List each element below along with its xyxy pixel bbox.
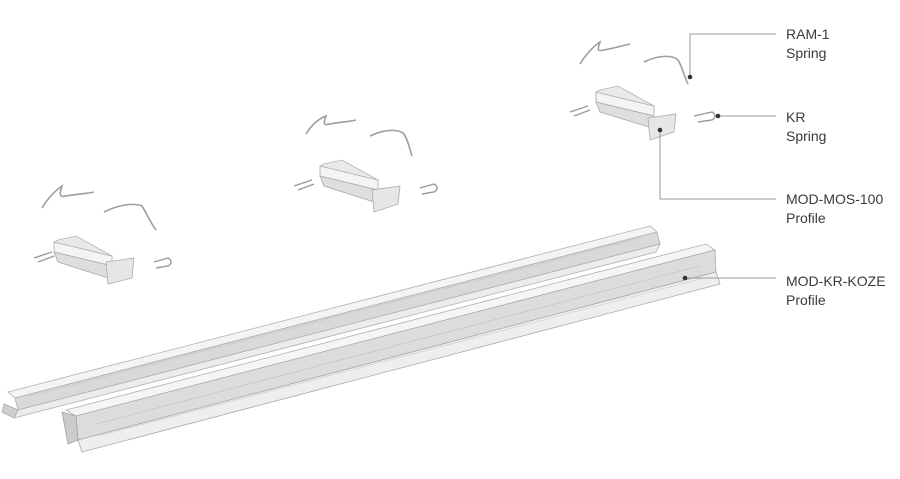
callout-mod-mos-100: MOD-MOS-100 Profile	[786, 190, 883, 228]
callout-kr: KR Spring	[786, 108, 826, 146]
callout-mod-kr-koze-type: Profile	[786, 292, 826, 308]
leader-dot-mod-kr-koze	[682, 275, 688, 281]
long-profile-front	[61, 243, 721, 453]
leader-mod-mos-100	[659, 130, 776, 200]
callout-kr-name: KR	[786, 109, 806, 125]
callout-ram-1: RAM-1 Spring	[786, 25, 830, 63]
leader-dot-mod-mos-100	[657, 127, 663, 133]
leader-dot-kr	[715, 113, 721, 119]
assembly-group-left	[33, 184, 172, 285]
callout-ram-1-type: Spring	[786, 45, 827, 61]
callout-kr-type: Spring	[786, 128, 827, 144]
callout-mod-kr-koze: MOD-KR-KOZE Profile	[786, 272, 886, 310]
leader-lines	[657, 33, 776, 281]
leader-dot-ram-1	[687, 74, 693, 80]
callout-mod-kr-koze-name: MOD-KR-KOZE	[786, 273, 886, 289]
leader-ram-1	[689, 33, 776, 77]
callout-ram-1-name: RAM-1	[786, 26, 830, 42]
assembly-group-middle	[293, 114, 438, 213]
assembly-group-right	[569, 40, 716, 141]
long-profile-back	[1, 225, 661, 419]
callout-mod-mos-100-name: MOD-MOS-100	[786, 191, 884, 207]
callout-mod-mos-100-type: Profile	[786, 210, 826, 226]
